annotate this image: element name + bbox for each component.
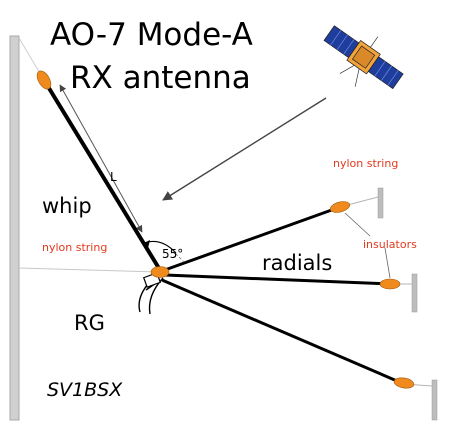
insulator-whip-top: [36, 70, 52, 90]
satellite-icon: [323, 25, 404, 90]
diagram-title-line1: AO-7 Mode-A: [50, 17, 253, 53]
insulator-radial-middle: [379, 278, 401, 290]
insulators-pointer-lower: [384, 247, 391, 279]
radial-upper: [161, 205, 341, 273]
rg-label: RG: [74, 311, 105, 335]
whip-label: whip: [42, 194, 92, 218]
right-post-top: [377, 187, 384, 219]
length-dimension-arrow: [59, 84, 143, 233]
insulator-radial-lower: [393, 377, 415, 389]
nylon-string-left-label: nylon string: [42, 241, 107, 254]
right-post-middle: [411, 273, 418, 313]
radial-lower: [161, 278, 405, 386]
insulators-label: insulators: [363, 238, 417, 251]
nylon-string-right-label: nylon string: [333, 157, 398, 170]
angle-dashed-reference: [171, 249, 185, 263]
insulator-feed: [150, 266, 170, 278]
radial-middle: [164, 273, 391, 286]
left-mast: [9, 35, 20, 421]
nylon-string-left: [18, 267, 161, 273]
arrow-down-left-icon: [162, 97, 327, 201]
radials-label: radials: [262, 251, 332, 275]
insulators-pointer-upper: [344, 212, 371, 237]
length-label: L: [110, 170, 117, 184]
angle-label: 55°: [162, 247, 183, 261]
diagram-title-line2: RX antenna: [70, 60, 251, 96]
insulator-radial-upper: [329, 201, 351, 213]
callsign-label: SV1BSX: [47, 379, 123, 401]
right-post-bottom: [431, 379, 438, 421]
whip-element: [42, 78, 162, 272]
